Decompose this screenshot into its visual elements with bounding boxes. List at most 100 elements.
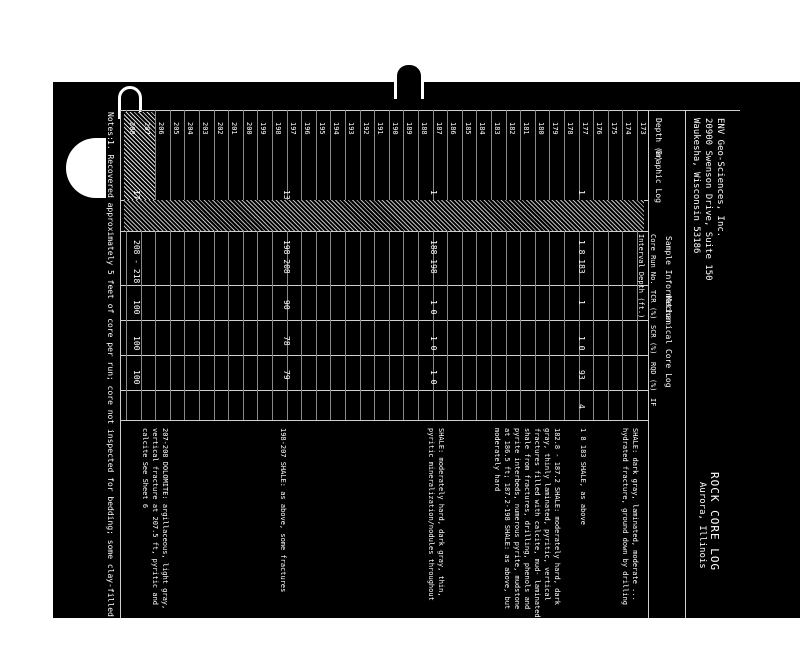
depth-grid-line [345, 110, 346, 420]
depth-tick-label: 187 [434, 122, 443, 135]
depth-tick-label: 180 [536, 122, 545, 135]
depth-grid-line [593, 110, 595, 420]
sample-cell-interval: 188 198 [429, 240, 438, 274]
sample-cell-rqd: 93 [577, 370, 586, 380]
sample-cell-scr: 78 [282, 336, 291, 346]
notes-label: Notes: [106, 112, 115, 141]
sample-cell-scr: 100 [132, 336, 141, 351]
sample-cell-scr: 1 0 [429, 336, 438, 351]
depth-grid-line [155, 110, 157, 420]
sample-cell-run: 17 [132, 190, 141, 200]
notes-line: 1. Recovered approximately 5 feet of cor… [106, 140, 115, 665]
depth-tick-label: 179 [551, 122, 560, 135]
depth-tick-label: 204 [186, 122, 195, 135]
depth-grid-line [213, 110, 215, 420]
depth-grid-line [491, 110, 492, 420]
depth-tick-label: 181 [522, 122, 531, 135]
sample-cell-run: 1 [577, 190, 586, 195]
depth-tick-label: 183 [493, 122, 501, 135]
depth-tick-label: 175 [609, 122, 618, 135]
graphic-log-strip [124, 200, 644, 231]
depth-grid-line [622, 110, 624, 420]
depth-tick-label: 203 [201, 122, 209, 135]
depth-grid-line [432, 110, 434, 420]
sample-cell-interval: 208 - 218 [132, 240, 141, 284]
depth-grid-line [549, 110, 551, 420]
depth-tick-label: 199 [259, 122, 268, 135]
depth-grid-line [505, 110, 507, 420]
description-text: SHALE: moderately hard, dark gray, thin,… [427, 428, 445, 601]
depth-grid-line [242, 110, 244, 420]
depth-grid-line [184, 110, 186, 420]
depth-grid-line [286, 110, 288, 420]
depth-grid-line [359, 110, 361, 420]
depth-grid-line [461, 110, 463, 420]
core-interval-header: Interval Depth (ft.) [637, 234, 645, 319]
depth-grid-line [257, 110, 259, 420]
sample-cell-interval: 1 8 183 [577, 240, 586, 274]
depth-tick-label: 202 [215, 122, 224, 135]
depth-tick-label: 198 [274, 122, 282, 135]
depth-grid-line [418, 110, 419, 420]
sample-cell-tcr: 1 0 [429, 300, 438, 315]
depth-grid-line [578, 110, 580, 420]
description-text: 1 8 183 SHALE, as above [579, 428, 587, 525]
depth-grid-line [447, 110, 449, 420]
description-text: 198-207 SHALE: as above, some fractures [279, 428, 287, 593]
depth-tick-label: 190 [390, 122, 399, 135]
address-line2: Waukesha, Wisconsin 53186 [691, 118, 701, 254]
punch-hole [66, 138, 106, 198]
depth-grid-line [374, 110, 376, 420]
depth-grid-line [126, 110, 127, 420]
depth-tick-label: 192 [361, 122, 370, 135]
punch-hole-small [72, 178, 80, 186]
page-title: ROCK CORE LOG [708, 472, 721, 572]
depth-tick-label: 193 [347, 122, 355, 135]
depth-tick-label: 174 [624, 122, 633, 135]
depth-tick-label: 177 [580, 122, 589, 135]
sample-cell-run: 1 [429, 190, 438, 195]
depth-grid-line [534, 110, 536, 420]
sample-cell-rqd: 79 [282, 370, 291, 380]
description-text: 207-208 DOLOMITE: argillaceous, light gr… [141, 428, 169, 610]
depth-grid-line [564, 110, 565, 420]
depth-tick-label: 186 [449, 122, 458, 135]
depth-grid-line [199, 110, 200, 420]
depth-tick-label: 173 [639, 122, 647, 135]
depth-tick-label: 200 [244, 122, 253, 135]
depth-grid-line [637, 110, 638, 420]
sample-cell-tcr: 100 [132, 300, 141, 315]
sample-cell-tcr: 90 [282, 300, 291, 310]
depth-tick-label: 184 [478, 122, 487, 135]
depth-tick-label: 182 [507, 122, 516, 135]
depth-grid-line [476, 110, 478, 420]
depth-tick-label: 205 [171, 122, 180, 135]
sample-cell-if: 4 [577, 404, 586, 409]
depth-tick-label: 196 [303, 122, 312, 135]
depth-grid-line [520, 110, 522, 420]
depth-tick-label: 208 [128, 122, 136, 135]
depth-tick-label: 201 [230, 122, 239, 135]
sample-cell-interval: 198 208 [282, 240, 291, 274]
depth-tick-label: 194 [332, 122, 341, 135]
company-name: ENV Geo-Sciences, Inc. [715, 118, 725, 238]
binder-clip-top [394, 62, 424, 99]
address-line1: 20900 Swenson Drive, Suite 150 [703, 118, 713, 281]
title-block: ENV Geo-Sciences, Inc. 20900 Swenson Dri… [648, 112, 738, 617]
sample-cell-run: 13 [282, 190, 291, 200]
depth-tick-label: 207 [142, 122, 151, 135]
location: Aurora, Illinois [697, 482, 707, 569]
hatched-core-section [124, 112, 155, 200]
sample-cell-rqd: 1 0 [429, 370, 438, 385]
depth-grid-line [272, 110, 273, 420]
depth-tick-label: 195 [317, 122, 326, 135]
depth-tick-label: 191 [376, 122, 385, 135]
depth-tick-label: 189 [405, 122, 414, 135]
depth-grid-line [169, 110, 171, 420]
description-text: SHALE: dark gray, laminated, moderate ..… [621, 428, 639, 606]
depth-tick-label: 176 [595, 122, 604, 135]
depth-grid-line [301, 110, 303, 420]
sample-cell-rqd: 100 [132, 370, 141, 385]
sample-cell-tcr: 1 [577, 300, 586, 305]
depth-tick-label: 197 [288, 122, 297, 135]
